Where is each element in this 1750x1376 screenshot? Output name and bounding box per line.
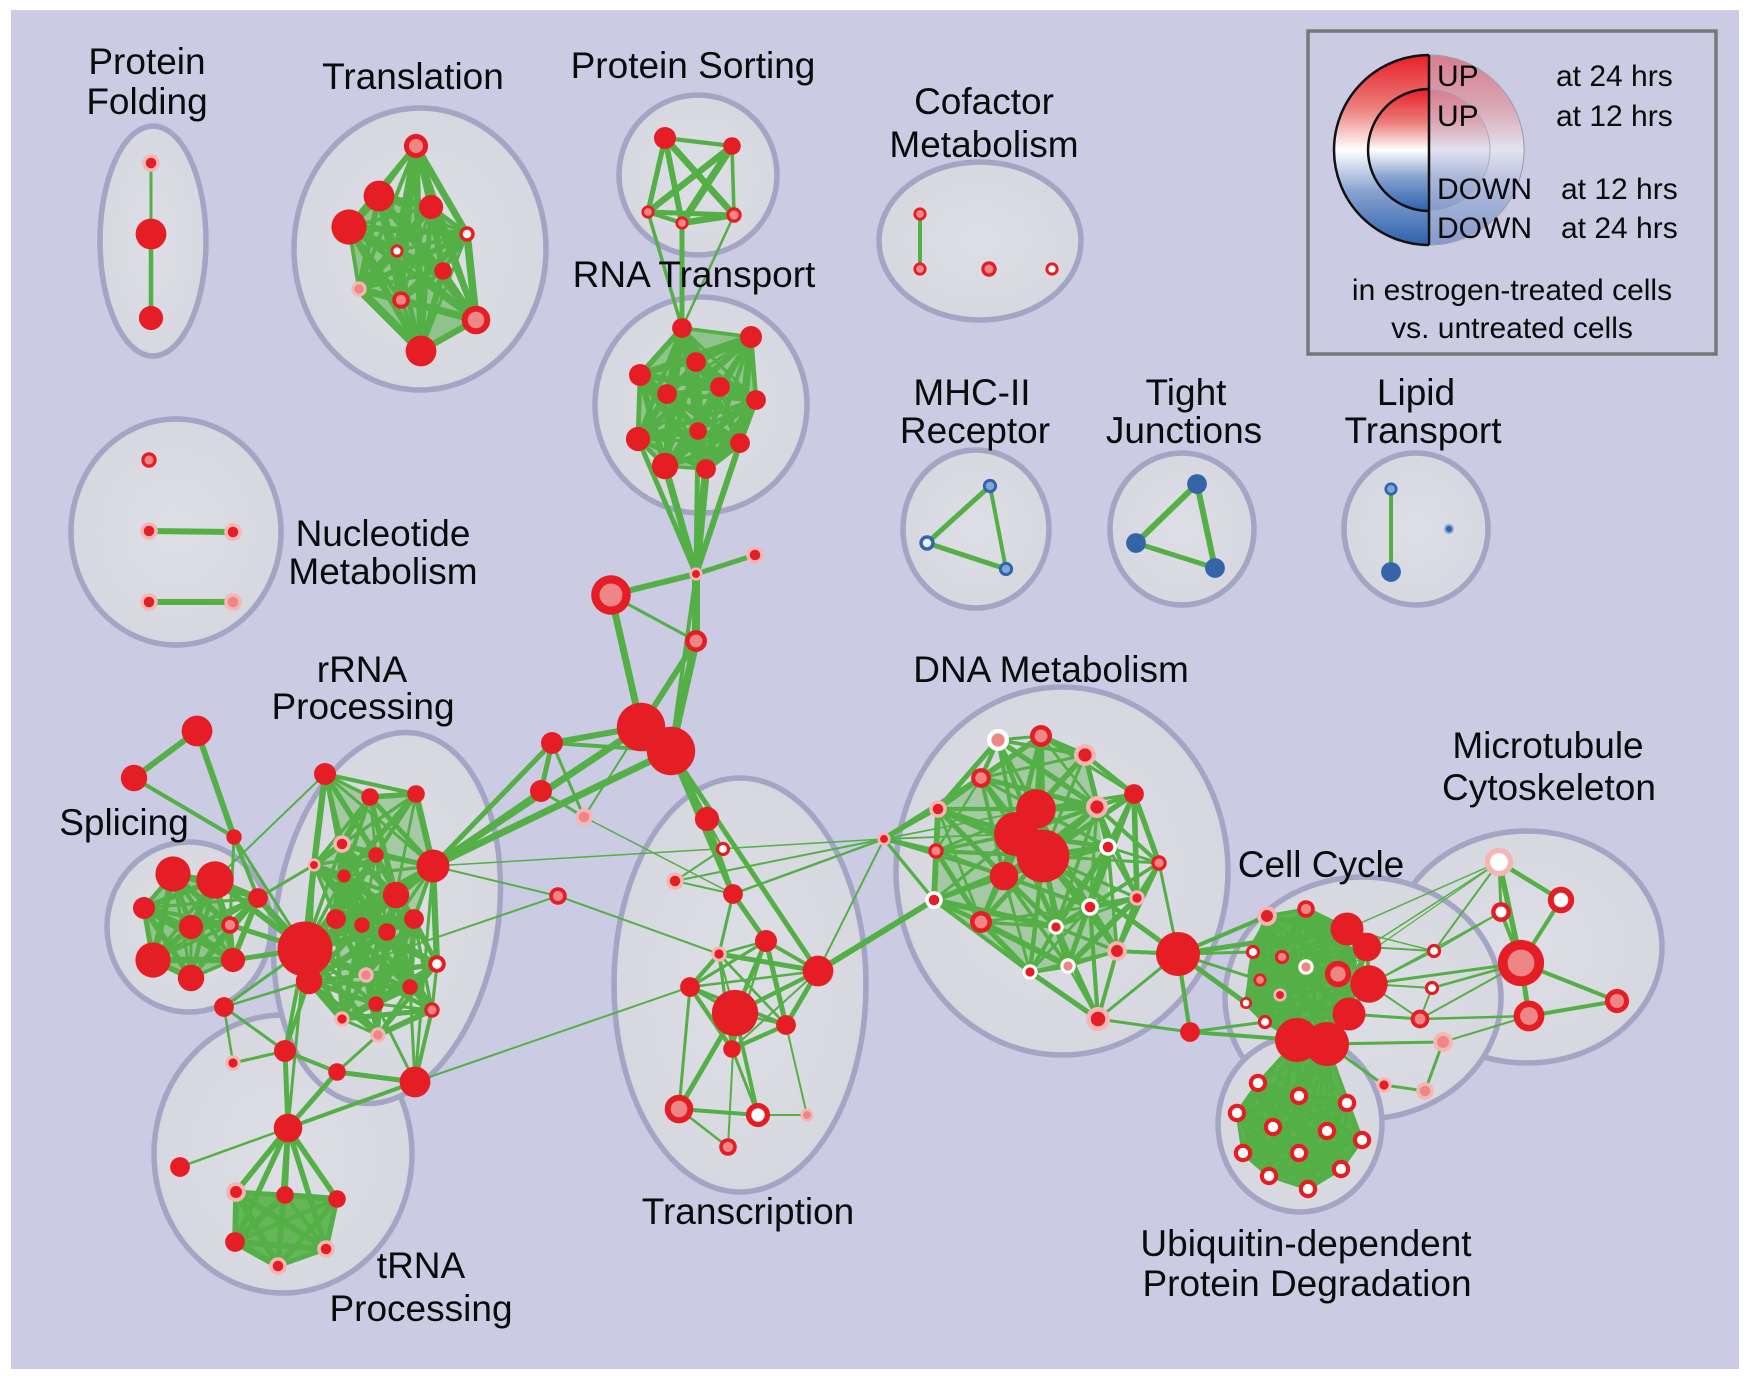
svg-text:at 24 hrs: at 24 hrs bbox=[1556, 60, 1673, 93]
svg-text:Cell Cycle: Cell Cycle bbox=[1238, 844, 1405, 885]
svg-text:Ubiquitin-dependent: Ubiquitin-dependent bbox=[1140, 1223, 1472, 1264]
svg-text:MHC-II: MHC-II bbox=[913, 372, 1030, 413]
svg-text:Nucleotide: Nucleotide bbox=[296, 513, 471, 554]
svg-text:at 12 hrs: at 12 hrs bbox=[1561, 173, 1678, 206]
svg-text:Cytoskeleton: Cytoskeleton bbox=[1442, 767, 1656, 808]
svg-text:rRNA: rRNA bbox=[317, 649, 408, 690]
svg-text:Transport: Transport bbox=[1345, 410, 1503, 451]
svg-text:Cofactor: Cofactor bbox=[914, 81, 1054, 122]
svg-text:Splicing: Splicing bbox=[59, 802, 189, 843]
svg-text:DNA Metabolism: DNA Metabolism bbox=[913, 649, 1189, 690]
svg-text:Folding: Folding bbox=[86, 81, 207, 122]
svg-text:UP: UP bbox=[1437, 60, 1479, 93]
svg-text:Protein Sorting: Protein Sorting bbox=[571, 45, 816, 86]
svg-text:Processing: Processing bbox=[271, 686, 454, 727]
svg-text:Transcription: Transcription bbox=[642, 1191, 854, 1232]
svg-text:DOWN: DOWN bbox=[1437, 212, 1532, 245]
svg-text:RNA Transport: RNA Transport bbox=[573, 254, 816, 295]
svg-text:vs. untreated cells: vs. untreated cells bbox=[1391, 312, 1633, 345]
svg-text:Processing: Processing bbox=[329, 1288, 512, 1329]
svg-text:Metabolism: Metabolism bbox=[889, 124, 1078, 165]
svg-text:DOWN: DOWN bbox=[1437, 173, 1532, 206]
svg-text:Receptor: Receptor bbox=[900, 410, 1050, 451]
svg-text:at 24 hrs: at 24 hrs bbox=[1561, 212, 1678, 245]
svg-text:Junctions: Junctions bbox=[1106, 410, 1262, 451]
svg-text:Tight: Tight bbox=[1146, 372, 1228, 413]
svg-text:Protein Degradation: Protein Degradation bbox=[1142, 1263, 1471, 1304]
svg-text:Metabolism: Metabolism bbox=[288, 551, 477, 592]
svg-text:tRNA: tRNA bbox=[377, 1245, 466, 1286]
svg-text:at 12 hrs: at 12 hrs bbox=[1556, 100, 1673, 133]
svg-text:in estrogen-treated cells: in estrogen-treated cells bbox=[1352, 274, 1672, 307]
svg-text:Protein: Protein bbox=[88, 41, 205, 82]
svg-text:Translation: Translation bbox=[322, 56, 504, 97]
svg-text:UP: UP bbox=[1437, 100, 1479, 133]
svg-text:Microtubule: Microtubule bbox=[1452, 725, 1643, 766]
svg-text:Lipid: Lipid bbox=[1377, 372, 1455, 413]
